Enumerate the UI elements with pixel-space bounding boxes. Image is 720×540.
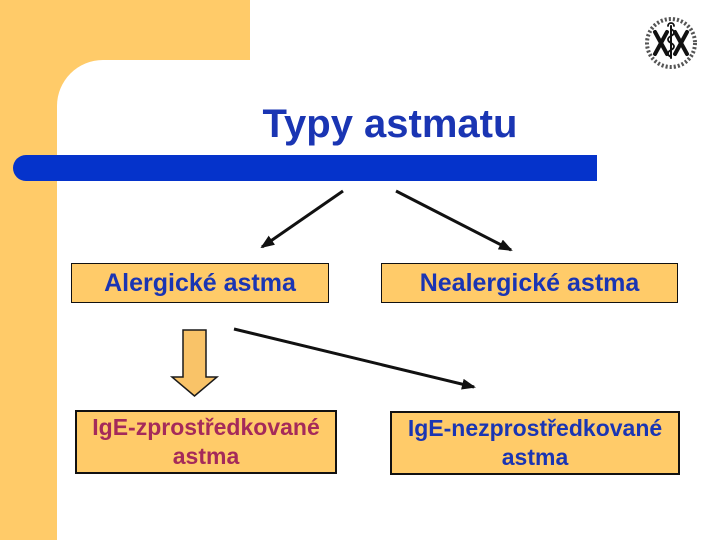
box-alergicke-astma: Alergické astma — [71, 263, 329, 303]
title-underline-bar — [13, 155, 597, 181]
seal-text-ring — [645, 17, 697, 69]
box-label: IgE-zprostředkované astma — [92, 414, 320, 469]
box-label: IgE-nezprostředkované astma — [407, 415, 663, 470]
box-label: Alergické astma — [104, 268, 296, 297]
box-nealergicke-astma: Nealergické astma — [381, 263, 678, 303]
page-title: Typy astmatu — [262, 102, 518, 146]
seal-emblem — [653, 22, 689, 59]
box-label: Nealergické astma — [419, 268, 640, 297]
box-ige-nezprostredkovane-astma: IgE-nezprostředkované astma — [390, 411, 680, 475]
box-ige-zprostredkovane-astma: IgE-zprostředkované astma — [75, 410, 337, 474]
university-medical-seal-icon — [645, 17, 697, 69]
